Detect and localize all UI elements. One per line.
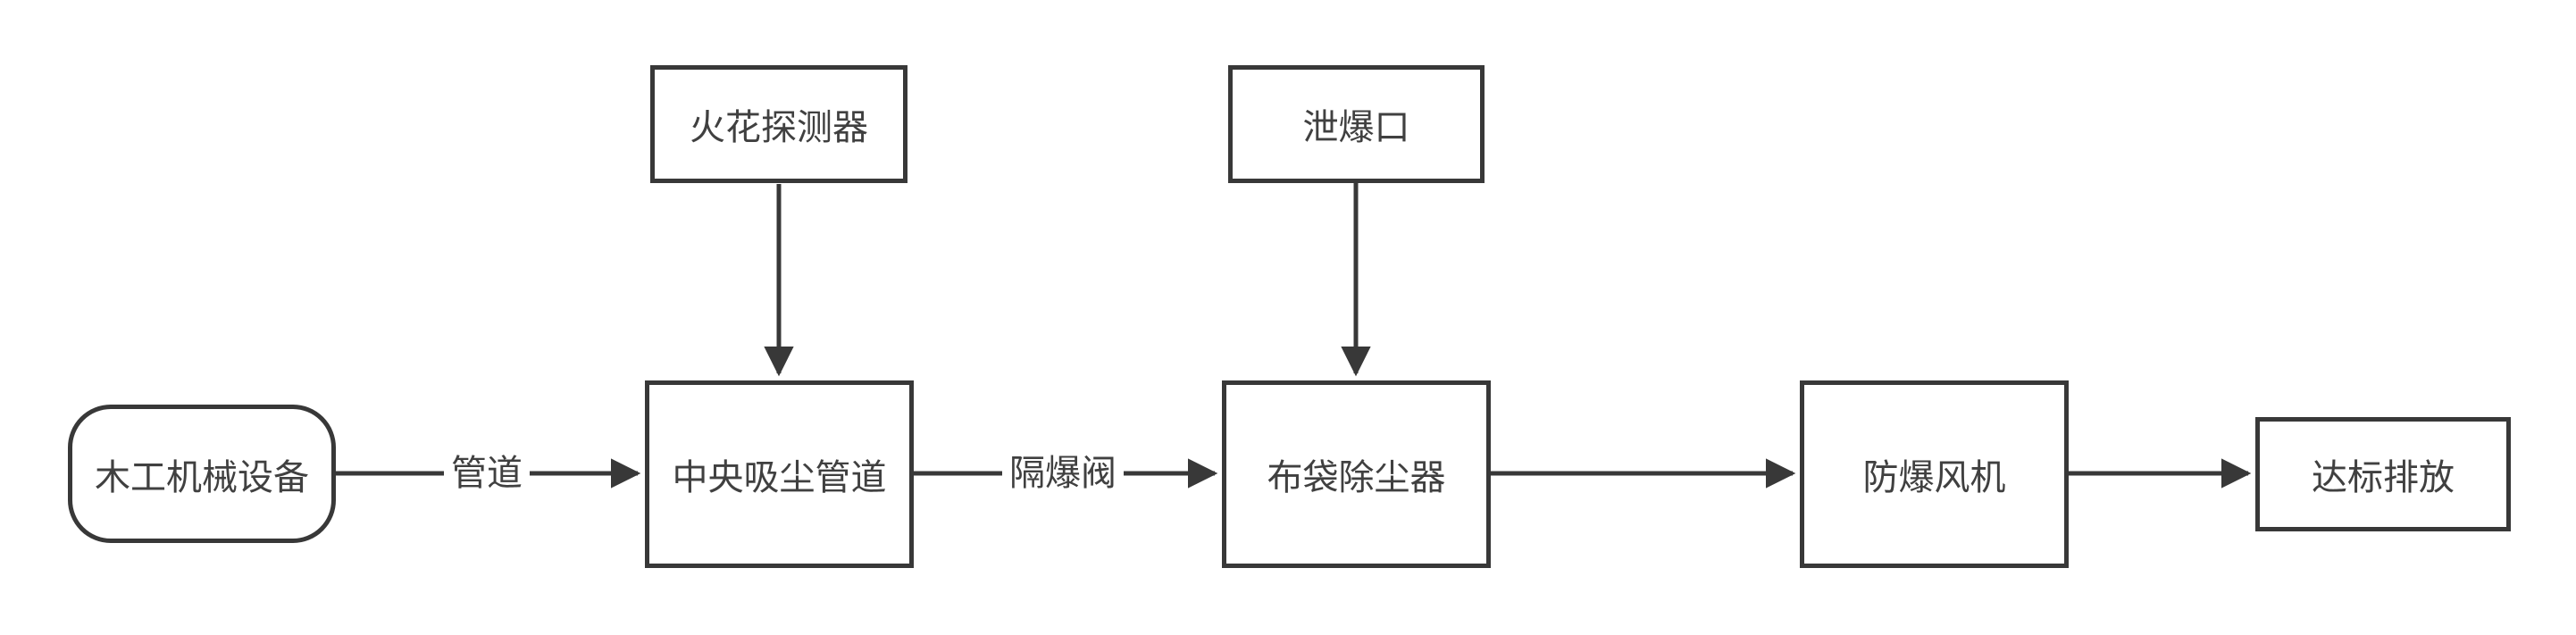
node-spark-detector-label: 火花探测器 bbox=[690, 108, 868, 147]
node-compliant-discharge: 达标排放 bbox=[2255, 417, 2511, 531]
node-explosion-vent: 泄爆口 bbox=[1228, 65, 1485, 183]
edge-label-pipeline: 管道 bbox=[444, 452, 530, 495]
node-bag-dust-collector: 布袋除尘器 bbox=[1222, 380, 1491, 568]
node-explosion-proof-fan-label: 防爆风机 bbox=[1862, 458, 2006, 497]
node-central-dust-duct-label: 中央吸尘管道 bbox=[672, 458, 887, 497]
edge-label-isolation-valve: 隔爆阀 bbox=[1002, 452, 1124, 495]
node-woodworking-equipment: 木工机械设备 bbox=[68, 405, 336, 543]
node-compliant-discharge-label: 达标排放 bbox=[2312, 458, 2455, 497]
node-woodworking-equipment-label: 木工机械设备 bbox=[95, 457, 309, 497]
node-explosion-proof-fan: 防爆风机 bbox=[1800, 380, 2069, 568]
node-bag-dust-collector-label: 布袋除尘器 bbox=[1267, 458, 1446, 497]
node-central-dust-duct: 中央吸尘管道 bbox=[645, 380, 914, 568]
node-spark-detector: 火花探测器 bbox=[650, 65, 907, 183]
node-explosion-vent-label: 泄爆口 bbox=[1302, 108, 1410, 147]
